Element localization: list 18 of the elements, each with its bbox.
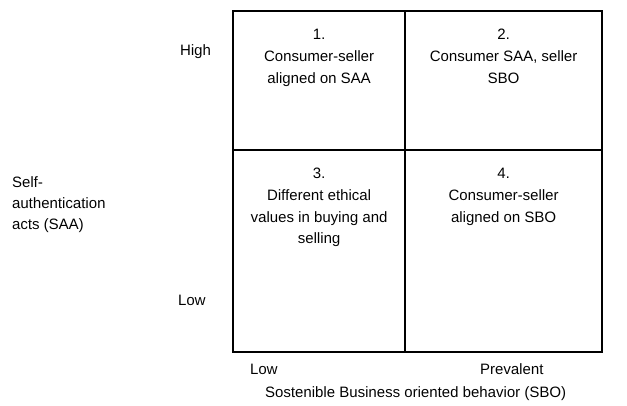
quadrant-number: 1. [312, 25, 326, 45]
quadrant-cell [232, 149, 406, 353]
quadrant-cell [232, 10, 406, 151]
quadrant-cell [404, 149, 603, 353]
axis-title: Self-authentication acts (SAA) [12, 173, 106, 235]
axis-tick-label: Low [250, 360, 278, 380]
axis-tick-label: Low [178, 291, 206, 311]
quadrant-number: 2. [497, 25, 510, 45]
axis-tick-label: Prevalent [480, 360, 544, 380]
quadrant-number: 3. [312, 164, 326, 184]
quadrant-text: Consumer-seller aligned on SBO [447, 186, 560, 228]
axis-title: Sostenible Business oriented behavior (SBO) [265, 383, 566, 403]
quadrant-text: Different ethical values in buying and selling [250, 186, 388, 250]
quadrant-number: 4. [497, 164, 510, 184]
quadrant-text: Consumer-seller aligned on SAA [262, 46, 376, 88]
axis-tick-label: High [180, 41, 211, 61]
quadrant-text: Consumer SAA, seller SBO [428, 46, 578, 88]
quadrant-cell [404, 10, 603, 151]
